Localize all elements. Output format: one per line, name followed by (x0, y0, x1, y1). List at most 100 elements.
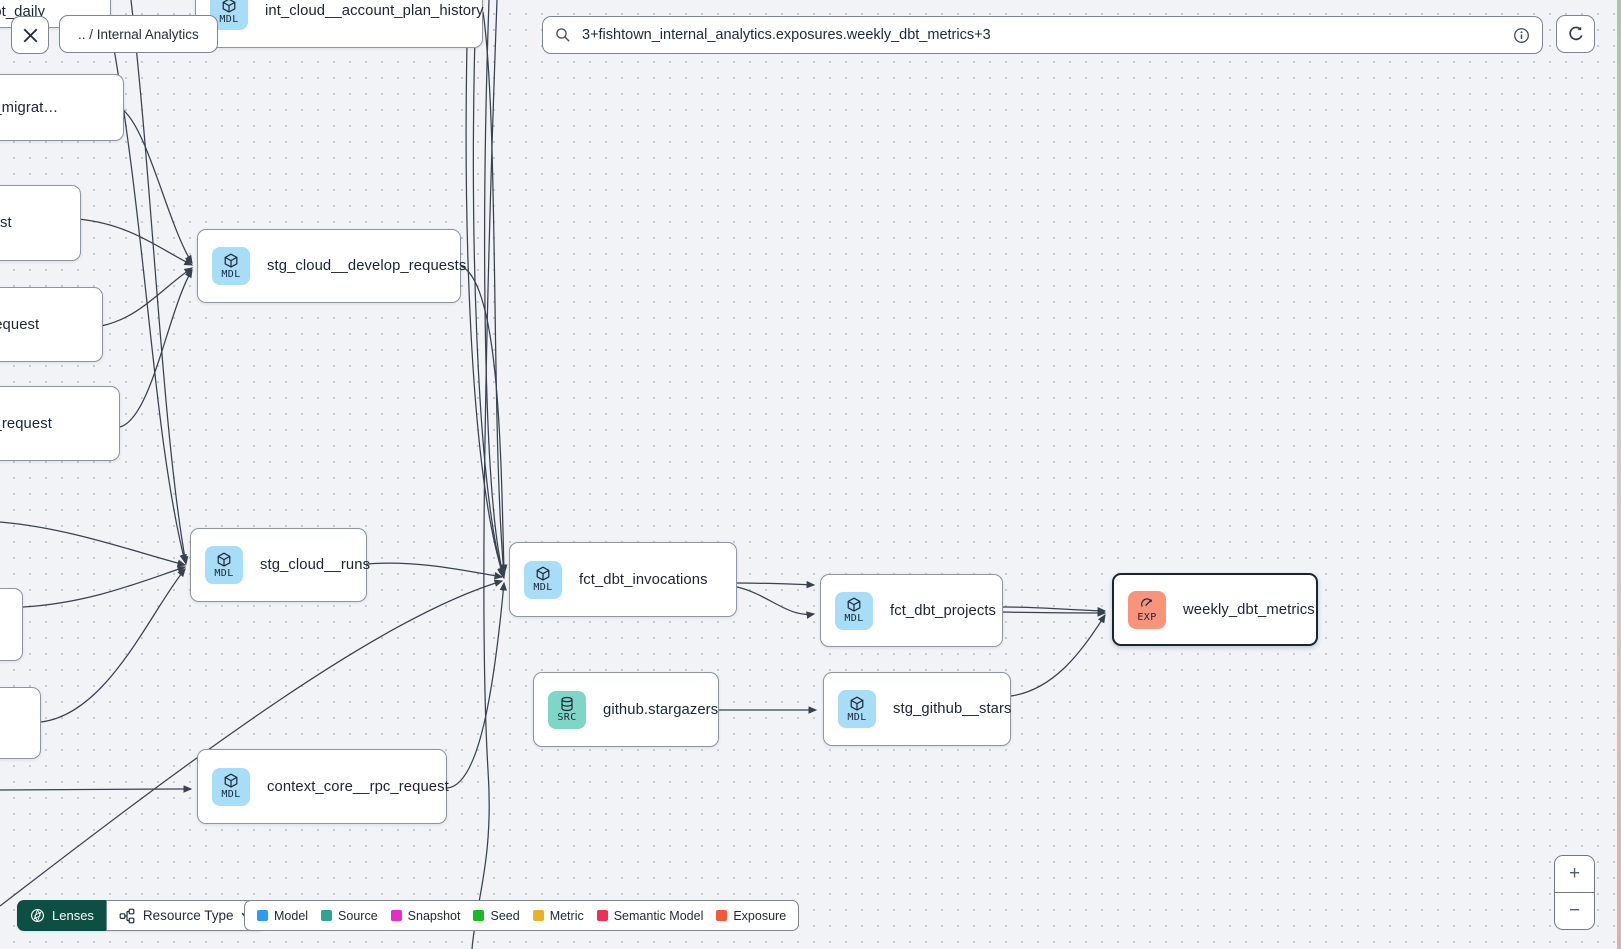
legend-item-exposure: Exposure (716, 909, 786, 923)
edge (1010, 613, 1106, 697)
edge (0, 521, 187, 567)
legend-swatch (257, 910, 268, 921)
resource-type-label: Resource Type (142, 908, 234, 923)
node-badge: MDL (847, 711, 867, 723)
graph-node-p_request[interactable]: p_request (0, 185, 81, 261)
model-icon: MDL (210, 0, 248, 30)
edge (446, 581, 508, 789)
breadcrumb-label: .. / Internal Analytics (78, 26, 199, 42)
edge (1002, 609, 1107, 617)
search-input[interactable] (580, 26, 1504, 44)
edge (77, 218, 194, 266)
edge (366, 562, 504, 580)
edge (0, 579, 504, 907)
search-icon (556, 28, 570, 42)
edge (1002, 606, 1107, 615)
breadcrumb[interactable]: .. / Internal Analytics (59, 15, 218, 53)
node-badge: MDL (221, 789, 241, 800)
lenses-button[interactable]: Lenses (17, 900, 106, 931)
legend-swatch (321, 910, 333, 921)
graph-node-velop_request[interactable]: velop_request (0, 287, 103, 362)
node-label: weekly_dbt_metrics (1183, 601, 1315, 618)
node-label: multicell_migrat… (0, 99, 59, 116)
info-icon[interactable] (1513, 27, 1530, 44)
legend-label: Seed (490, 908, 520, 923)
graph-node-stg_github__stars[interactable]: MDL stg_github__stars (823, 672, 1011, 746)
resource-type-legend: Model Source Snapshot Seed Metric Semantic Mo… (244, 900, 800, 931)
legend-swatch (473, 910, 485, 921)
refresh-button[interactable] (1556, 15, 1595, 53)
edge (122, 109, 193, 265)
legend-item-semantic-model: Semantic Model (596, 908, 704, 923)
edge (0, 785, 193, 793)
legend-label: Model (274, 908, 309, 923)
graph-node-develop_request[interactable]: develop_request (0, 386, 120, 461)
plus-icon: + (1568, 863, 1581, 884)
model-icon: MDL (524, 560, 562, 599)
node-label: fct_dbt_invocations (579, 571, 708, 588)
canvas-edge-gradient (1617, 0, 1621, 949)
legend-item-metric: Metric (532, 908, 584, 923)
graph-node-weekly_dbt_metrics[interactable]: EXP weekly_dbt_metrics (1112, 573, 1318, 646)
search-bar[interactable] (542, 16, 1543, 54)
model-icon: MDL (835, 591, 873, 630)
node-badge: SRC (557, 712, 577, 723)
minus-icon: − (1568, 900, 1581, 921)
model-icon: MDL (212, 247, 250, 285)
node-label: context_core__rpc_request (267, 778, 449, 795)
edge (736, 580, 816, 589)
legend-swatch (716, 910, 728, 921)
graph-node-fct_dbt_invocations[interactable]: MDL fct_dbt_invocations (509, 542, 737, 617)
node-label: stg_github__stars (893, 701, 1012, 717)
legend-swatch (532, 910, 544, 921)
legend-item-seed: Seed (473, 908, 520, 923)
graph-node-multicell_migrat[interactable]: multicell_migrat… (0, 74, 124, 141)
node-badge: EXP (1137, 612, 1157, 623)
node-badge: MDL (533, 582, 553, 593)
model-icon: MDL (205, 546, 243, 584)
legend-label: Exposure (733, 908, 787, 923)
edge (736, 586, 816, 619)
graph-node-stg_cloud__runs[interactable]: MDL stg_cloud__runs (190, 528, 371, 602)
close-button[interactable] (11, 16, 49, 54)
node-badge: MDL (221, 268, 241, 280)
edge (465, 0, 505, 577)
node-label: stg_cloud__runs (260, 557, 371, 573)
legend-label: Metric (549, 908, 584, 923)
model-icon: MDL (212, 767, 250, 806)
node-label: fct_dbt_projects (890, 602, 997, 619)
node-label: github.stargazers (603, 701, 719, 718)
node-badge: MDL (214, 567, 234, 579)
node-label: velop_request (0, 316, 40, 333)
zoom-out-button[interactable]: − (1555, 893, 1594, 929)
node-label: develop_request (0, 415, 52, 432)
legend-item-snapshot: Snapshot (390, 909, 460, 923)
edge (460, 265, 508, 574)
exposure-icon: EXP (1128, 590, 1166, 629)
graph-node-node_run[interactable]: .run (0, 687, 41, 759)
zoom-in-button[interactable]: + (1555, 856, 1594, 893)
legend-label: Semantic Model (613, 908, 704, 923)
node-label: stg_cloud__develop_requests (267, 258, 467, 274)
legend-label: Source (338, 908, 378, 923)
graph-node-fct_dbt_projects[interactable]: MDL fct_dbt_projects (820, 574, 1003, 647)
close-icon (23, 28, 37, 42)
resource-type-icon (119, 908, 135, 923)
edge (484, 0, 506, 580)
resource-type-dropdown[interactable]: Resource Type (105, 900, 266, 931)
graph-node-context_core__rpc_request[interactable]: MDL context_core__rpc_request (197, 749, 449, 824)
graph-node-stg_cloud__develop_requests[interactable]: MDL stg_cloud__develop_requests (197, 229, 466, 303)
legend-swatch (596, 910, 608, 921)
edge (471, 0, 498, 949)
lenses-icon (31, 909, 44, 922)
edge (40, 568, 186, 723)
node-badge: MDL (219, 13, 239, 25)
edge (472, 0, 505, 578)
legend-item-source: Source (321, 909, 378, 923)
graph-node-github.stargazers[interactable]: SRC github.stargazers (533, 672, 719, 747)
edge (119, 268, 193, 428)
legend-swatch (390, 910, 402, 921)
graph-node-node_n[interactable]: n (0, 588, 23, 661)
